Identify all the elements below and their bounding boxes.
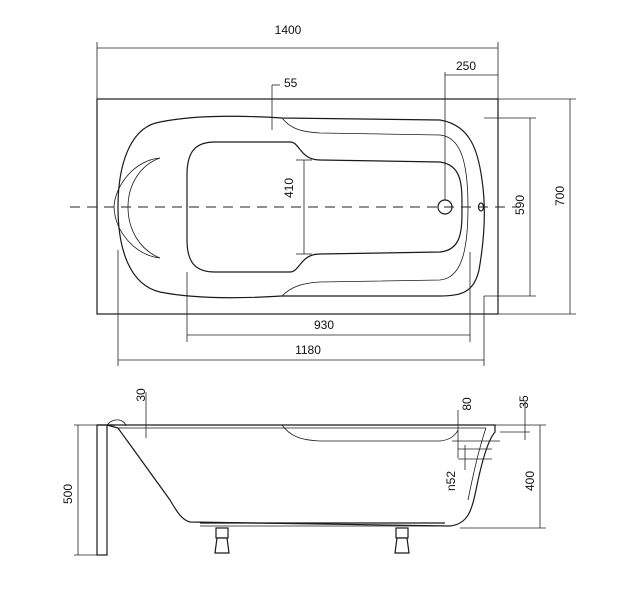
leg-right [394, 527, 410, 554]
tub-profile [106, 424, 496, 527]
dim-label-410: 410 [282, 178, 296, 198]
dim-label-80: 80 [460, 397, 474, 411]
side-view: 500 30 80 35 n52 400 [61, 388, 546, 556]
dim-label-590: 590 [513, 195, 527, 215]
overflow-icon [477, 202, 485, 212]
overflow-wall [467, 427, 487, 501]
dim-label-35: 35 [517, 395, 531, 409]
dim-label-1180: 1180 [295, 343, 321, 357]
dim-label-n52: n52 [444, 471, 458, 491]
dim-label-30: 30 [134, 388, 148, 402]
front-panel [96, 424, 108, 556]
basin-bottom [186, 141, 463, 273]
dim-label-55: 55 [284, 76, 298, 90]
dim-label-1400: 1400 [275, 23, 302, 37]
dim-label-930: 930 [314, 318, 334, 332]
dim-label-500: 500 [61, 484, 75, 504]
dim-label-250: 250 [456, 59, 476, 73]
leg-left [214, 527, 230, 554]
dim-label-400: 400 [523, 471, 537, 491]
inner-tub-outline [117, 115, 485, 299]
top-view: 1400 250 55 410 590 700 930 1180 [70, 23, 576, 366]
seat-curve [281, 424, 459, 442]
head-end-curl [106, 419, 127, 427]
dim-label-700: 700 [553, 186, 567, 206]
headrest-inner [127, 157, 161, 259]
